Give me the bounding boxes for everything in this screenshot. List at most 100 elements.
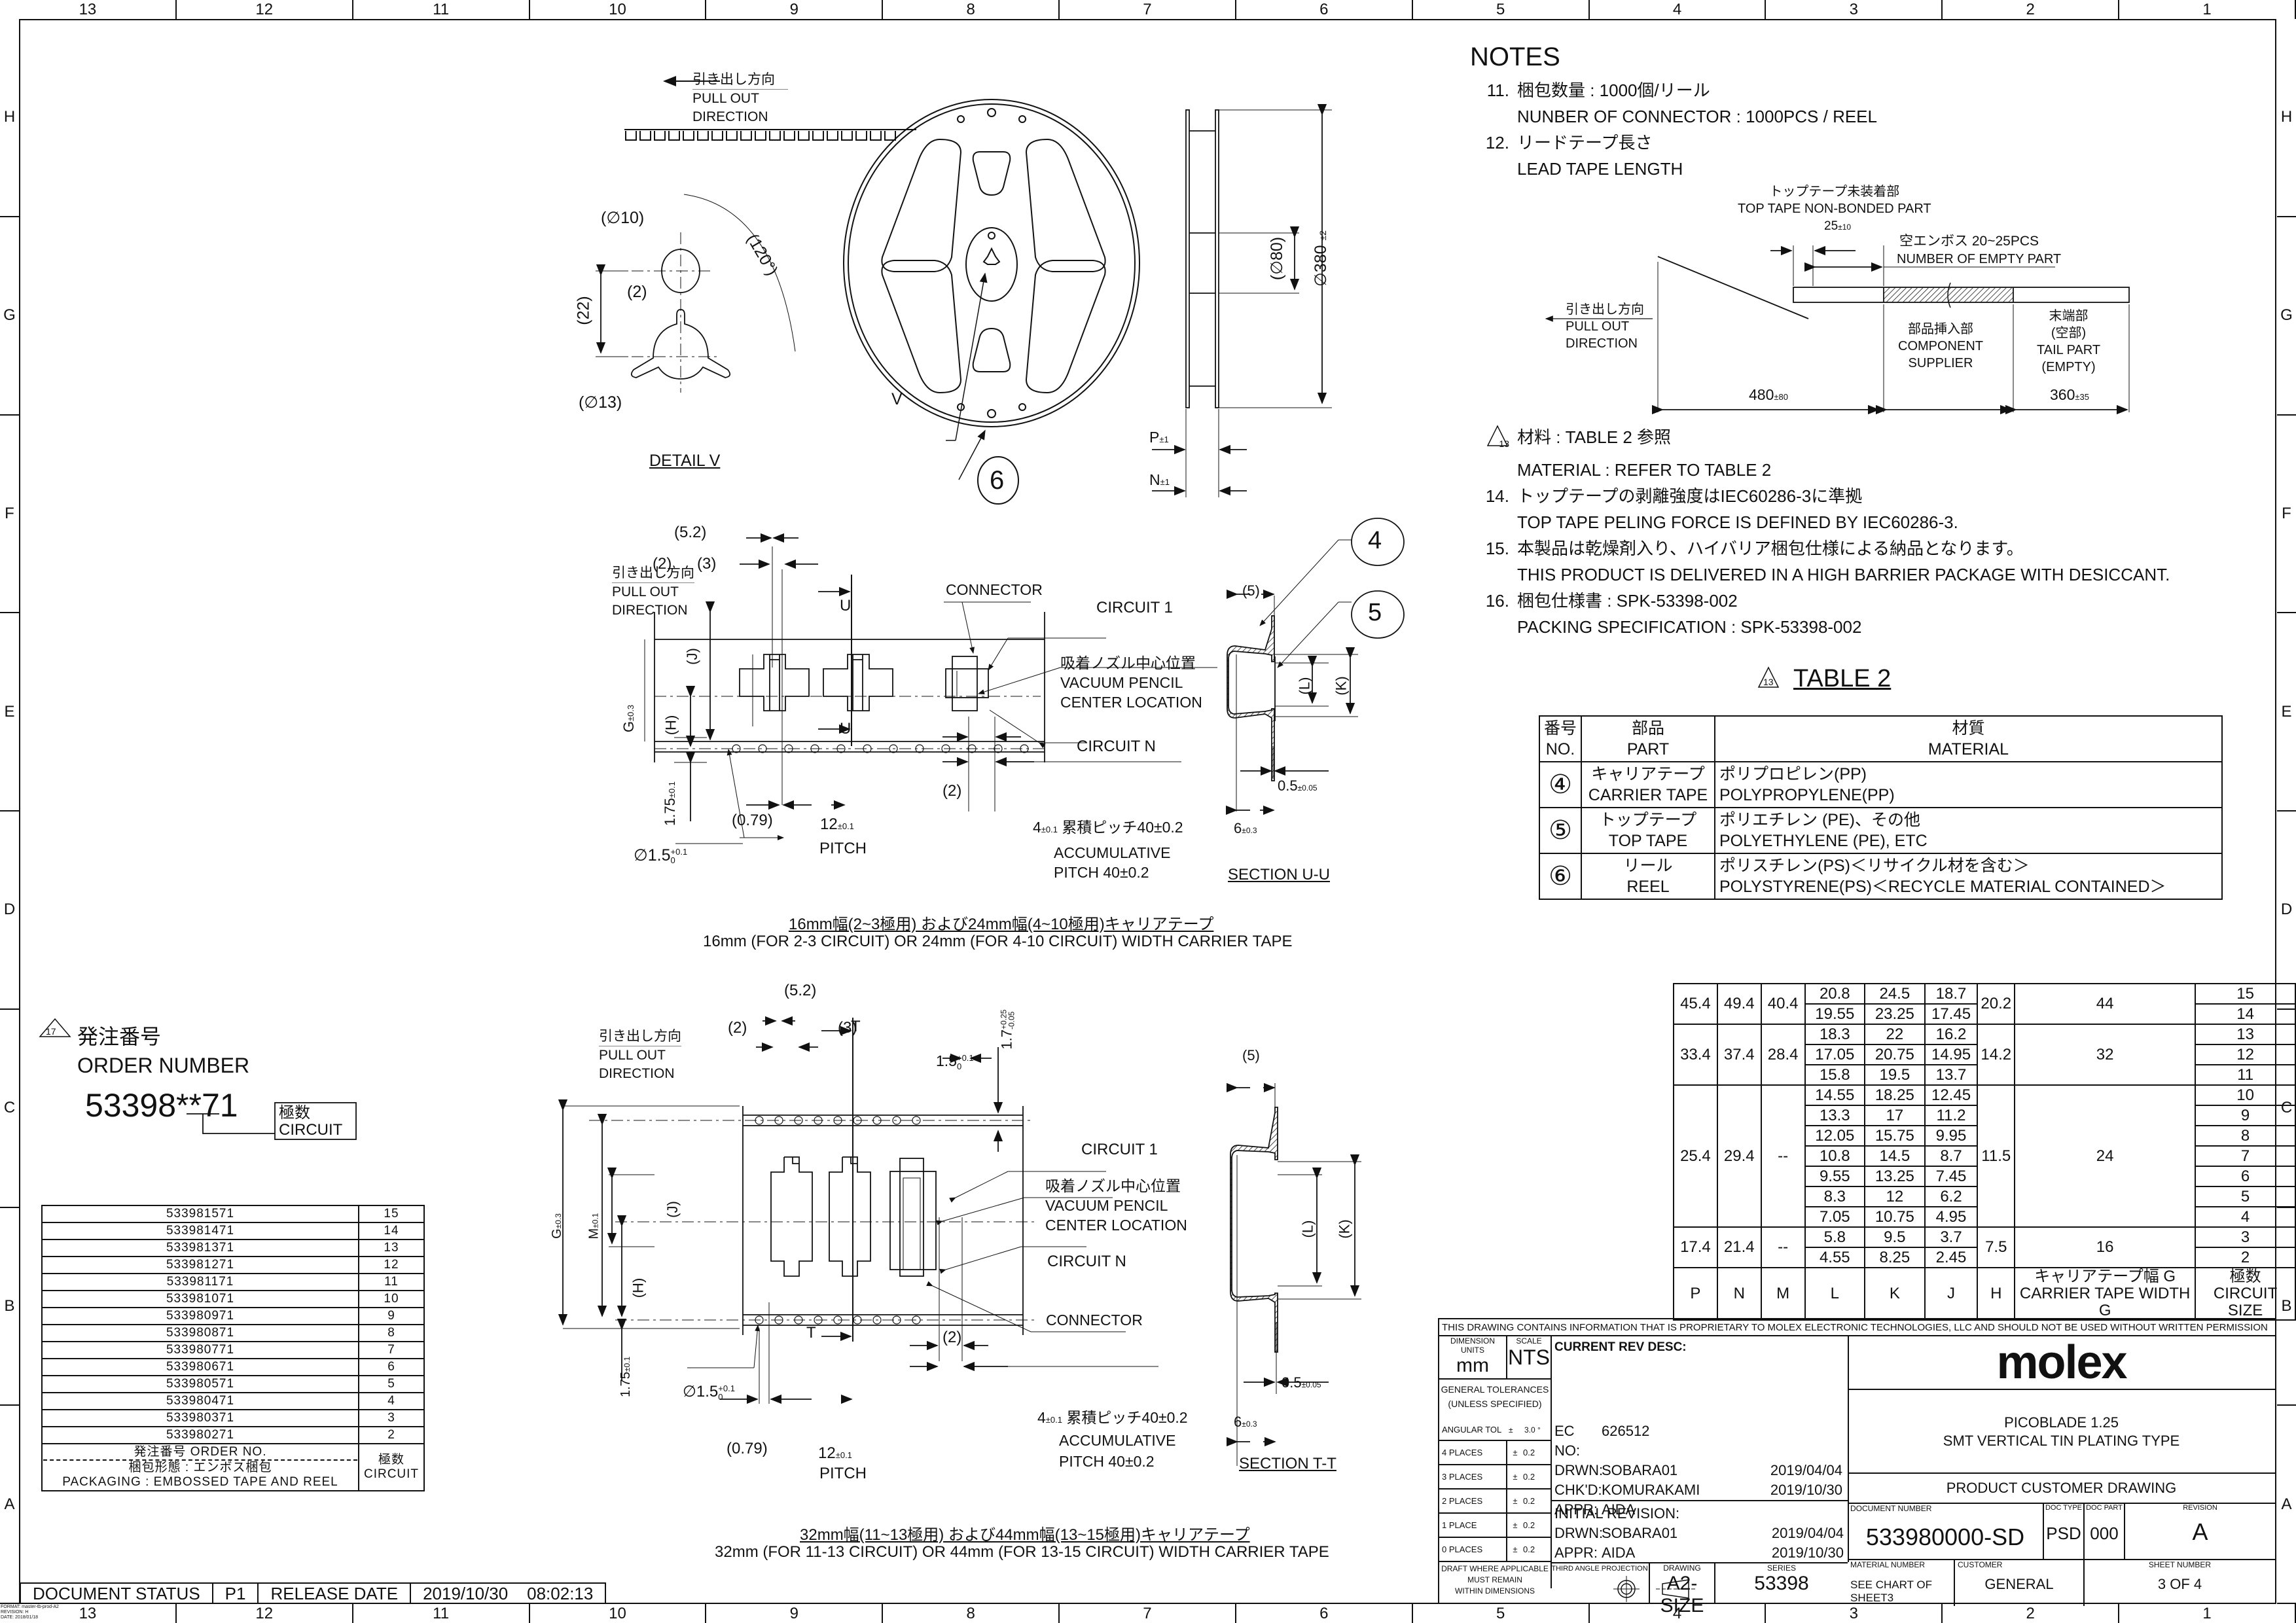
dim-units-label: DIMENSION UNITS bbox=[1450, 1336, 1495, 1355]
dim-d80: (∅80) bbox=[1268, 236, 1287, 281]
circuit-cell: 4 bbox=[358, 1392, 425, 1410]
dim-l-cell: 5.8 bbox=[1804, 1226, 1866, 1248]
zone-column-label: 6 bbox=[1236, 1604, 1413, 1623]
dim-g-tol: ±0.3 bbox=[553, 1213, 563, 1229]
customer-label: CUSTOMER bbox=[1958, 1560, 2003, 1569]
section-t-marker: T bbox=[851, 1018, 861, 1035]
dim-k-cell: 9.5 bbox=[1864, 1226, 1926, 1248]
note-jp: 梱包仕様書 : SPK-53398-002 bbox=[1517, 591, 1738, 611]
zone-column-label: 13 bbox=[0, 1604, 177, 1623]
docpart-label: DOC PART bbox=[2086, 1504, 2123, 1512]
circuit-cell: 14 bbox=[358, 1222, 425, 1240]
dim-0-5: 0.5±0.05 bbox=[1282, 1374, 1321, 1391]
circuit-cell: 12 bbox=[358, 1256, 425, 1274]
balloon-cell: ⑥ bbox=[1539, 853, 1582, 900]
dim-m-cell: 28.4 bbox=[1760, 1024, 1806, 1086]
tape16-geometry bbox=[644, 533, 1217, 844]
gen-tol-title: GENERAL TOLERANCES bbox=[1441, 1384, 1549, 1395]
dim-j-cell: 13.7 bbox=[1924, 1064, 1979, 1086]
dim-25: 25±10 bbox=[1824, 219, 1851, 234]
dim-l-cell: 12.05 bbox=[1804, 1125, 1866, 1147]
tol-label: 1 PLACE bbox=[1439, 1514, 1507, 1537]
zone-column-label: 9 bbox=[706, 1604, 884, 1623]
dim-5-2: (5.2) bbox=[784, 982, 817, 999]
dim-480-value: 480 bbox=[1749, 386, 1774, 403]
dim-h: (H) bbox=[630, 1277, 647, 1298]
reel-pull-out-label: 引き出し方向 PULL OUT DIRECTION bbox=[692, 71, 788, 126]
lead-tape-geometry bbox=[1545, 245, 2130, 415]
dim-1-75: 1.75±0.1 bbox=[619, 1357, 634, 1397]
init-drwn-label: DRWN: bbox=[1554, 1525, 1604, 1541]
dim-d10: (∅10) bbox=[601, 209, 645, 227]
dim-25-tol: ±10 bbox=[1838, 223, 1852, 232]
zone-column-label: 5 bbox=[1413, 0, 1590, 19]
dim-k-cell: 15.75 bbox=[1864, 1125, 1926, 1147]
zone-column-label: 3 bbox=[1766, 1604, 1943, 1623]
material-label: MATERIAL NUMBER bbox=[1850, 1560, 1926, 1569]
dim-0-79: (0.79) bbox=[732, 812, 773, 829]
section-u-title: SECTION U-U bbox=[1228, 866, 1330, 883]
material-cell: ポリスチレン(PS)＜リサイクル材を含む＞POLYSTYRENE(PS)＜REC… bbox=[1714, 853, 2223, 900]
order-pattern: 53398**71 bbox=[85, 1087, 238, 1124]
circuit-cell: 9 bbox=[358, 1307, 425, 1325]
circuit-cell: 5 bbox=[358, 1375, 425, 1393]
dim-k-cell: 14.5 bbox=[1864, 1145, 1926, 1167]
reel-side-view bbox=[1152, 103, 1332, 497]
dim-l-cell: 13.3 bbox=[1804, 1105, 1866, 1126]
pull-out-jp: 引き出し方向 bbox=[599, 1027, 681, 1046]
notes-section: NOTES 11.梱包数量 : 1000個/リール NUNBER OF CONN… bbox=[1470, 41, 2170, 640]
tape16-pull-out-label: 引き出し方向 PULL OUT DIRECTION bbox=[612, 564, 694, 620]
dim-n-cell: 21.4 bbox=[1716, 1226, 1762, 1268]
init-drwn-date: 2019/04/04 bbox=[1771, 1525, 1844, 1541]
header-en: CARRIER TAPE WIDTH G bbox=[2019, 1285, 2191, 1319]
part-jp: キャリアテープ bbox=[1591, 765, 1705, 783]
table2-delta-number: 13 bbox=[1763, 677, 1774, 687]
vac-jp: 吸着ノズル中心位置 bbox=[1060, 654, 1196, 671]
dim-m: M±0.1 bbox=[586, 1213, 601, 1240]
dim-g-tol: ±0.3 bbox=[626, 704, 636, 722]
pull-out-jp: 引き出し方向 bbox=[612, 564, 694, 583]
dim-0-5-value: 0.5 bbox=[1278, 777, 1298, 794]
dim-1-75-value: 1.75 bbox=[619, 1372, 633, 1397]
th-en: PART bbox=[1626, 740, 1670, 758]
gen-tol-subtitle: (UNLESS SPECIFIED) bbox=[1448, 1399, 1542, 1409]
dim-l-cell: 20.8 bbox=[1804, 983, 1866, 1005]
part-en: TOP TAPE bbox=[1608, 832, 1688, 850]
dim-h-cell: 11.5 bbox=[1977, 1084, 2016, 1228]
circuit-cell: 10 bbox=[2195, 1084, 2296, 1106]
dim-n-tol: ±1 bbox=[1160, 477, 1170, 487]
dim-2: (2) bbox=[728, 1019, 747, 1037]
dim-l-cell: 9.55 bbox=[1804, 1166, 1866, 1187]
dim-1-75-tol: ±0.1 bbox=[622, 1356, 632, 1372]
dim-header-m: M bbox=[1760, 1267, 1806, 1321]
zone-row-label: A bbox=[2277, 1406, 2296, 1604]
dim-l-cell: 4.55 bbox=[1804, 1247, 1866, 1268]
note-en: MATERIAL : REFER TO TABLE 2 bbox=[1517, 460, 1772, 480]
order-number-cell: 533981171 bbox=[41, 1273, 359, 1291]
dim-d380-value: ∅380 bbox=[1311, 245, 1330, 287]
zone-column-label: 5 bbox=[1413, 1604, 1590, 1623]
th-jp: 番号 bbox=[1544, 719, 1577, 738]
order-title-jp: 発注番号 bbox=[77, 1025, 162, 1048]
dim-g: G±0.3 bbox=[550, 1213, 565, 1239]
dim-k-cell: 22 bbox=[1864, 1024, 1926, 1045]
dim-p-cell: 33.4 bbox=[1673, 1024, 1718, 1086]
dim-g-cell: 16 bbox=[2014, 1226, 2197, 1268]
pull-out-en: DIRECTION bbox=[599, 1066, 675, 1081]
circuit-cell: 10 bbox=[358, 1290, 425, 1308]
section-u-marker: U bbox=[840, 720, 852, 738]
projection-symbol bbox=[1613, 1576, 1695, 1602]
order-leader bbox=[187, 1102, 357, 1140]
order-number-cell: 533980671 bbox=[41, 1358, 359, 1376]
dim-k-cell: 12 bbox=[1864, 1186, 1926, 1207]
dim-1-75-value: 1.75 bbox=[662, 798, 679, 827]
